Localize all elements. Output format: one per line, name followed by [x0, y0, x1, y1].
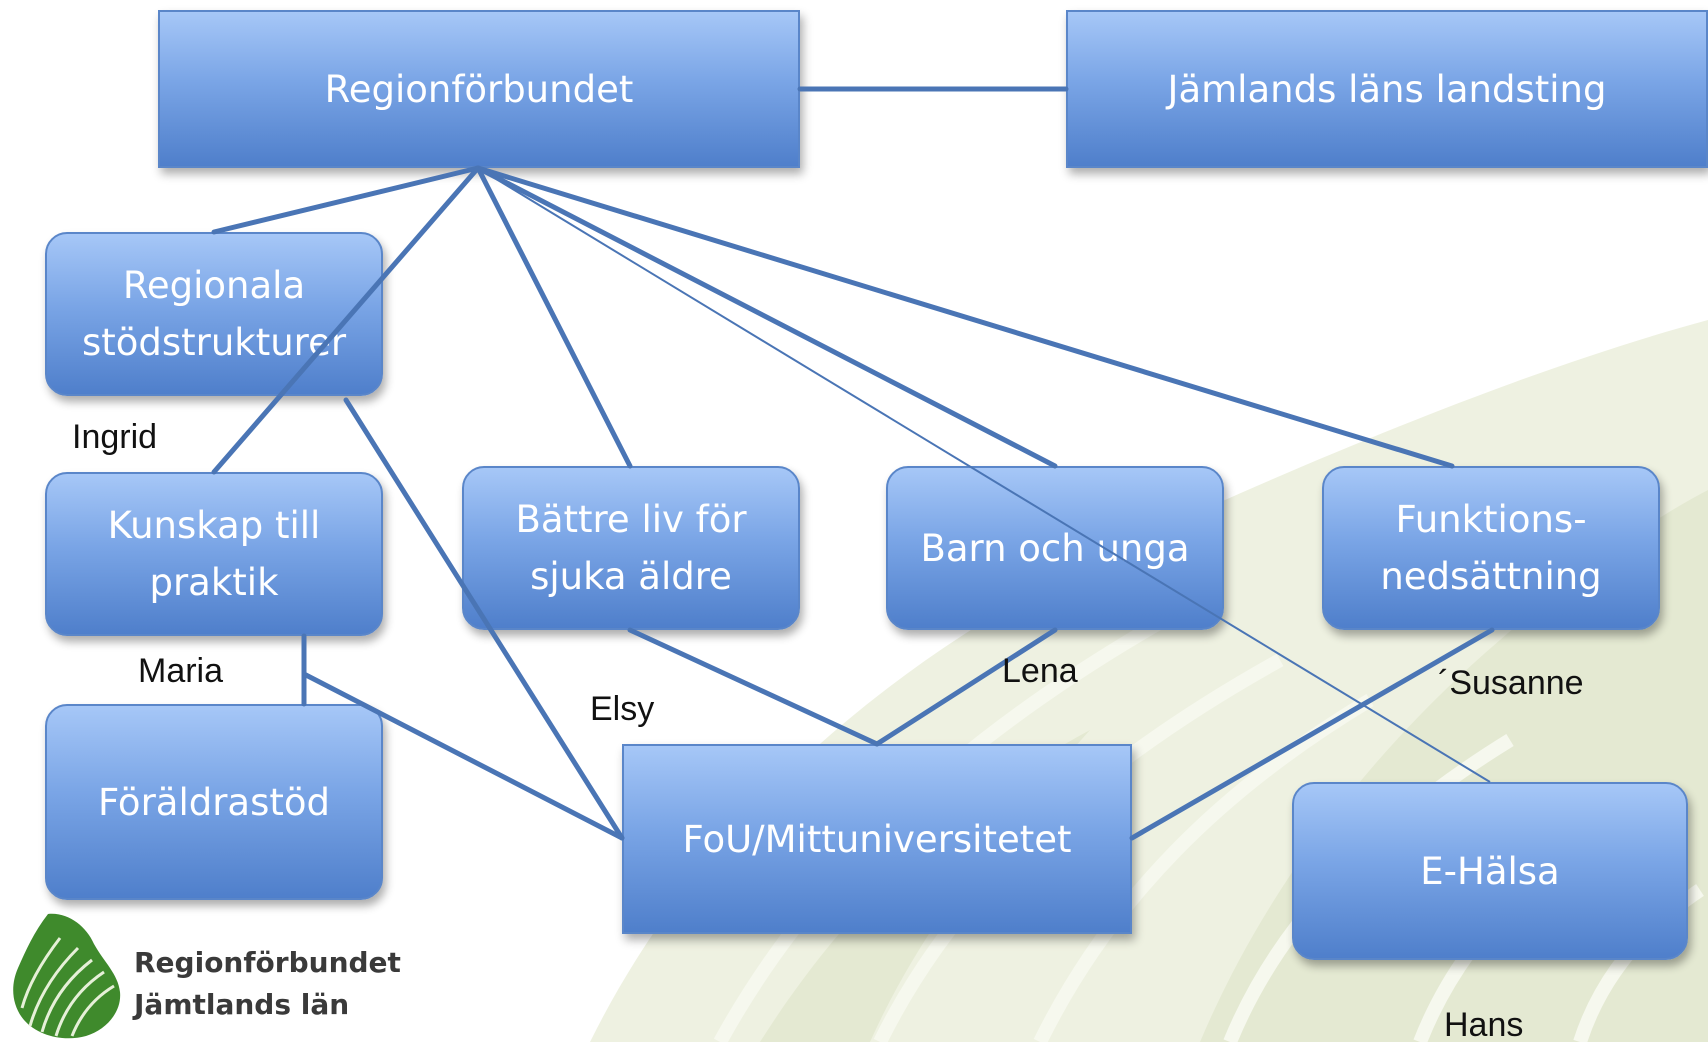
funktionsnedsattning-box: Funktions- nedsättning [1322, 466, 1660, 630]
e-halsa-box: E-Hälsa [1292, 782, 1688, 960]
battre-label-line1: Bättre liv för [515, 498, 747, 541]
person-susanne: ´Susanne [1438, 664, 1584, 702]
person-maria: Maria [138, 652, 224, 690]
fou-label: FoU/Mittuniversitetet [682, 817, 1072, 861]
landsting-label: Jämlands läns landsting [1167, 67, 1607, 111]
regionforbundet-logo: Regionförbundet Jämtlands län [8, 908, 408, 1042]
funktion-label-line2: nedsättning [1380, 555, 1602, 598]
kunskap-label-line2: praktik [149, 561, 279, 604]
kunskap-till-praktik-box: Kunskap till praktik [45, 472, 383, 636]
foraldrastod-box: Föräldrastöd [45, 704, 383, 900]
regionala-label-line1: Regionala [122, 264, 306, 307]
person-lena: Lena [1002, 652, 1078, 690]
regionala-stodstrukturer-box: Regionala stödstrukturer [45, 232, 383, 396]
funktion-label-line1: Funktions- [1395, 498, 1587, 541]
jamtland-leaf-logo-icon [13, 913, 121, 1039]
person-elsy: Elsy [590, 690, 655, 728]
fou-mittuniversitetet-box: FoU/Mittuniversitetet [622, 744, 1132, 934]
barn-och-unga-box: Barn och unga [886, 466, 1224, 630]
ehalsa-label: E-Hälsa [1420, 849, 1560, 893]
person-hans: Hans [1444, 1006, 1524, 1044]
landsting-box: Jämlands läns landsting [1066, 10, 1708, 168]
regionala-label-line2: stödstrukturer [81, 321, 347, 364]
barn-label: Barn och unga [920, 526, 1190, 570]
regionforbundet-label: Regionförbundet [324, 67, 634, 111]
foraldrastod-label: Föräldrastöd [97, 780, 331, 824]
logo-line2: Jämtlands län [134, 988, 350, 1021]
regionforbundet-box: Regionförbundet [158, 10, 800, 168]
logo-line1: Regionförbundet [134, 946, 401, 979]
kunskap-label-line1: Kunskap till [107, 504, 321, 547]
person-ingrid: Ingrid [72, 418, 158, 456]
battre-label-line2: sjuka äldre [530, 555, 732, 598]
battre-liv-box: Bättre liv för sjuka äldre [462, 466, 800, 630]
